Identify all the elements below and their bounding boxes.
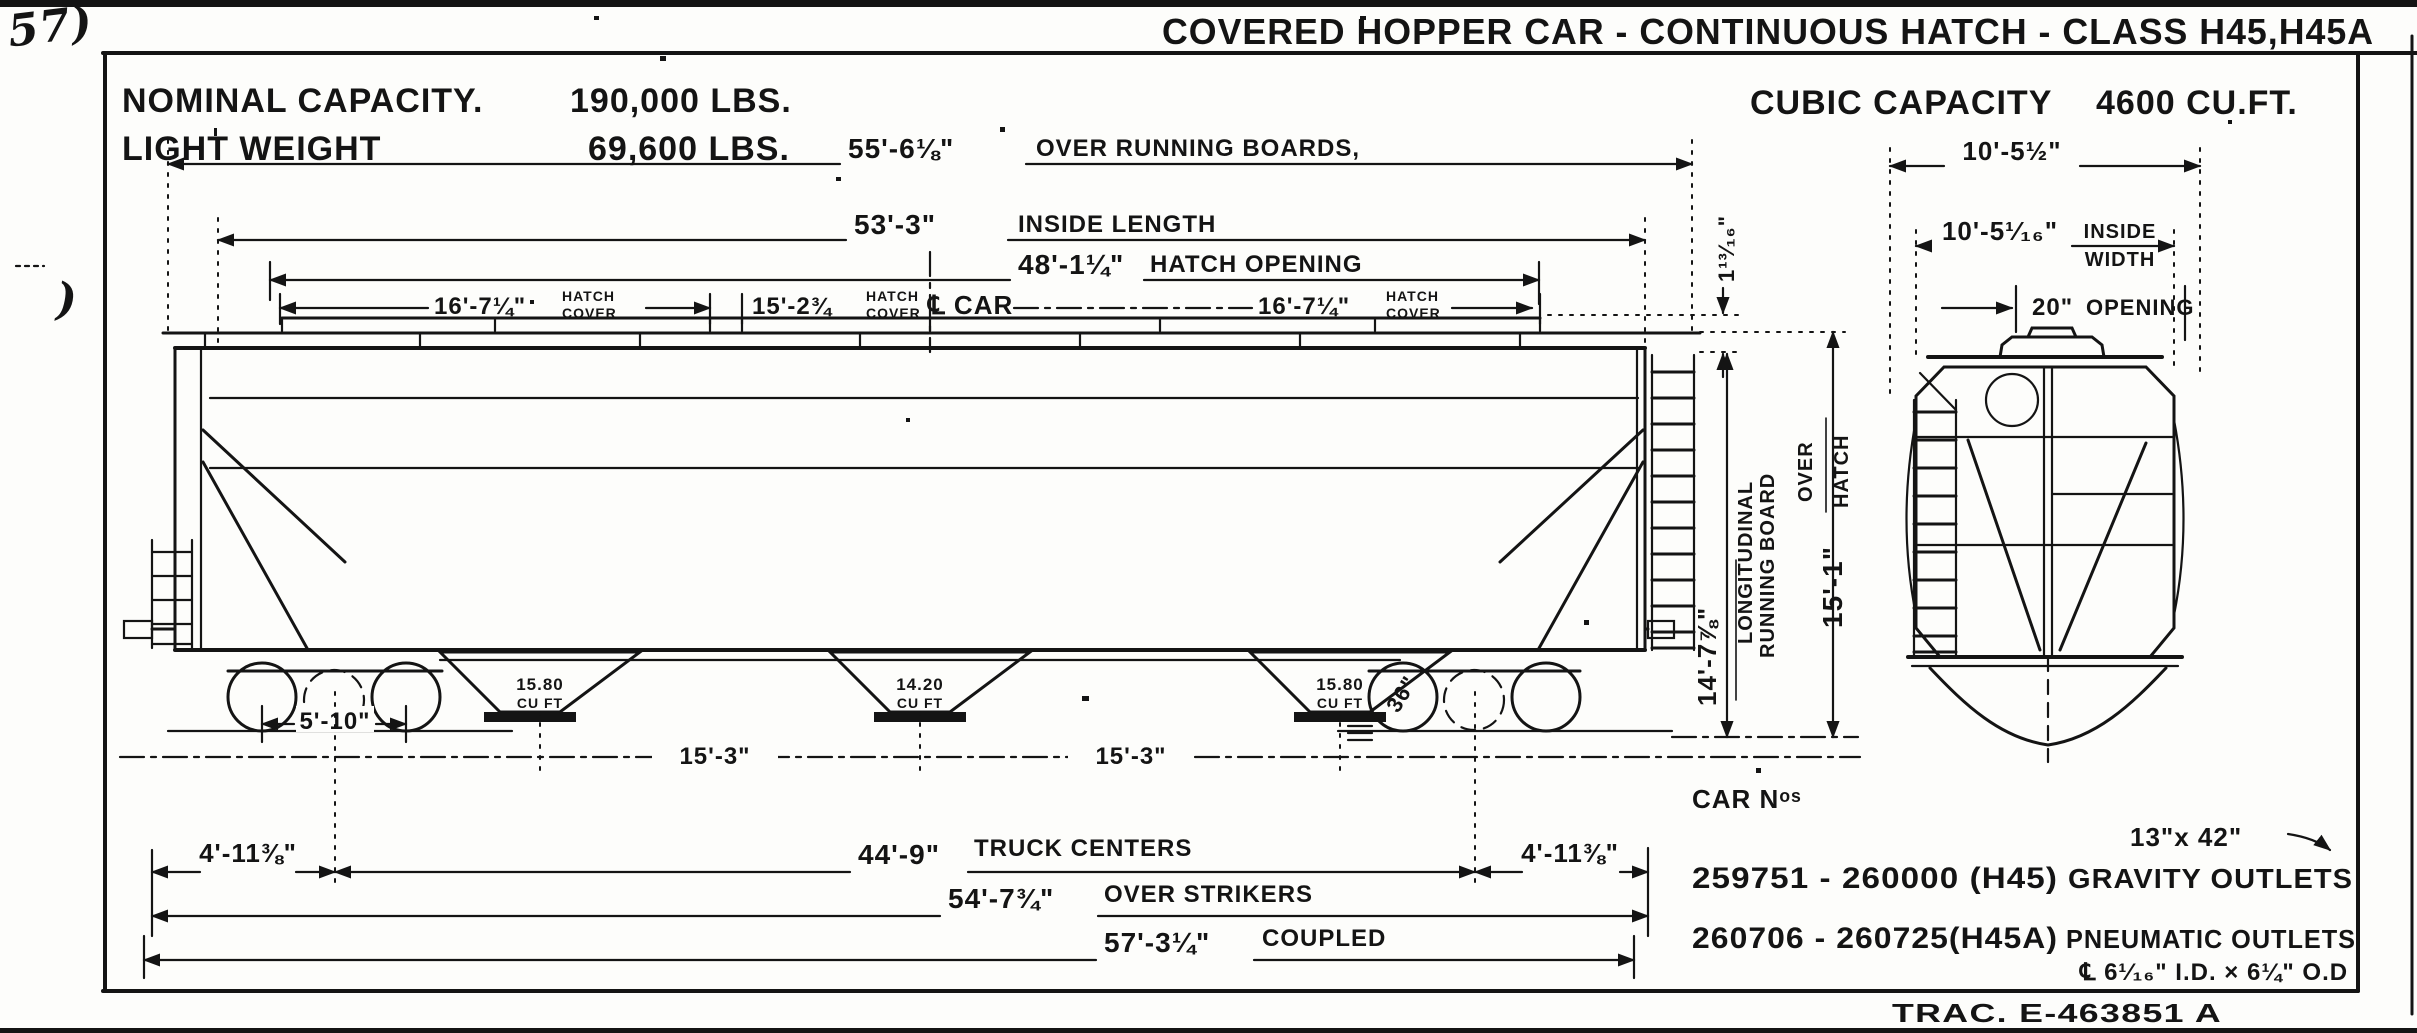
series2-outlets: PNEUMATIC OUTLETS — [2066, 924, 2356, 954]
dim-running-board-height-label1: LONGITUDINAL — [1735, 481, 1757, 644]
right-truck-hidden-wheel — [1442, 668, 1506, 732]
dim-over-hatch-label2: HATCH — [1831, 434, 1853, 508]
dim-left-overhang: 4'-11⅜" — [199, 838, 297, 868]
dim-truck-centers-label: TRUCK CENTERS — [974, 835, 1192, 862]
bottom-dimensions: 15'-3" 15'-3" 5'-10" 4'-11⅜" 44'-9" TRUC… — [118, 691, 1862, 980]
top-dimensions: 55'-6⅛" OVER RUNNING BOARDS, 53'-3" INSI… — [166, 133, 1694, 354]
dim-over-strikers-value: 54'-7¾" — [948, 883, 1054, 914]
handwritten-paren-mark: ) — [54, 274, 78, 325]
light-weight-label: LIGHT WEIGHT — [122, 130, 381, 168]
end-ladder — [1912, 398, 1958, 657]
dim-over-running-boards-label: OVER RUNNING BOARDS, — [1036, 135, 1360, 162]
dim-hatch-cover-mid-value: 15'-2¾ — [752, 293, 833, 320]
car-numbers-block: CAR Nᵒˢ 13"x 42" 259751 - 260000 (H45) G… — [1692, 784, 2356, 986]
car-numbers-heading: CAR Nᵒˢ — [1692, 784, 1802, 814]
cubic-capacity-value: 4600 CU.FT. — [2096, 84, 2298, 122]
dim-hatch-cover-left-value: 16'-7¼" — [434, 293, 526, 320]
hopper-1-unit: CU FT — [517, 695, 563, 711]
cubic-capacity-label: CUBIC CAPACITY — [1750, 84, 2052, 122]
height-dimensions: 1¹³⁄₁₆" 14'-7⅞" LONGITUDINAL RUNNING BOA… — [1547, 215, 1860, 739]
outlet-pipe-note: ℄ 6¹⁄₁₆" I.D. × 6¼" O.D — [2079, 959, 2348, 986]
trucks: 36" — [166, 661, 1674, 742]
dim-over-strikers-label: OVER STRIKERS — [1104, 881, 1313, 908]
dim-right-overhang: 4'-11⅜" — [1521, 838, 1619, 868]
end-view: 10'-5½" 10'-5¹⁄₁₆" INSIDE WIDTH 20" OPEN… — [1888, 136, 2202, 764]
dim-running-board-height-label2: RUNNING BOARD — [1757, 473, 1779, 658]
drawing-title: COVERED HOPPER CAR - CONTINUOUS HATCH - … — [1162, 11, 2374, 52]
dim-inside-length-value: 53'-3" — [854, 209, 936, 240]
right-slope-sheet — [1498, 428, 1645, 564]
dim-running-board-height-value: 14'-7⅞" — [1692, 607, 1722, 706]
dim-hatch-opening-value: 48'-1¼" — [1018, 249, 1124, 280]
right-end-ladder — [1650, 353, 1696, 652]
dim-over-running-boards-value: 55'-6⅛" — [848, 133, 954, 164]
dim-inside-length-label: INSIDE LENGTH — [1018, 211, 1216, 238]
left-slope-sheet — [201, 428, 347, 564]
dim-hopper-spacing-left: 15'-3" — [679, 743, 750, 770]
dim-over-hatch-label1: OVER — [1795, 441, 1817, 502]
right-truck-wheel-1 — [1367, 661, 1439, 733]
end-hatch-bump — [1998, 335, 2106, 359]
header: COVERED HOPPER CAR - CONTINUOUS HATCH - … — [122, 11, 2374, 168]
dim-inside-width-label2: WIDTH — [2085, 249, 2156, 271]
series1-outlets: GRAVITY OUTLETS — [2068, 863, 2353, 894]
hopper-1-capacity: 15.80 — [516, 675, 564, 694]
dim-truck-centers-value: 44'-9" — [858, 839, 940, 870]
dim-hatch-cover-left-label1: HATCH — [562, 288, 615, 304]
dim-inside-width-value: 10'-5¹⁄₁₆" — [1942, 216, 2058, 246]
series2-numbers: 260706 - 260725(H45A) — [1692, 922, 2058, 955]
dim-roof-opening-label: OPENING — [2086, 295, 2194, 320]
side-view-car-body — [122, 316, 1702, 662]
left-end-ladder — [150, 538, 194, 650]
handwritten-top-mark: 57) — [5, 0, 96, 57]
handwritten-marks: 57) ) — [5, 0, 96, 325]
hopper-2-capacity: 14.20 — [896, 675, 944, 694]
scan-specks — [214, 16, 2232, 773]
hopper-3-unit: CU FT — [1317, 695, 1363, 711]
hopper-3-capacity: 15.80 — [1316, 675, 1364, 694]
dim-truck-wheelbase: 5'-10" — [299, 708, 370, 735]
dim-over-hatch-value: 15'-1" — [1817, 546, 1848, 628]
dim-overall-width: 10'-5½" — [1962, 136, 2061, 166]
nominal-capacity-value: 190,000 LBS. — [570, 82, 792, 120]
hopper-3-gate — [1294, 712, 1386, 722]
left-coupler — [122, 619, 154, 640]
drawing-number: TRAC. E-463851 A — [1892, 998, 2222, 1028]
car-centerline-label: ℄ CAR — [927, 290, 1013, 320]
dim-inside-width-label1: INSIDE — [2084, 221, 2157, 243]
dim-hatch-to-board-gap: 1¹³⁄₁₆" — [1714, 215, 1739, 282]
end-roof-hatch-hole — [1984, 372, 2040, 428]
hopper-2-unit: CU FT — [897, 695, 943, 711]
nominal-capacity-label: NOMINAL CAPACITY. — [122, 82, 483, 120]
dim-hatch-cover-right-label1: HATCH — [1386, 288, 1439, 304]
right-truck-wheel-2 — [1510, 661, 1582, 733]
light-weight-value: 69,600 LBS. — [588, 130, 790, 168]
dim-hatch-opening-label: HATCH OPENING — [1150, 251, 1363, 278]
outlet-size-note: 13"x 42" — [2130, 822, 2242, 852]
dim-roof-opening-value: 20" — [2032, 294, 2073, 321]
dim-coupled-label: COUPLED — [1262, 925, 1386, 952]
end-hopper-curve — [1928, 666, 2168, 747]
series1-numbers: 259751 - 260000 (H45) — [1692, 862, 2058, 895]
dim-hatch-cover-right-value: 16'-7¼" — [1258, 293, 1350, 320]
dim-coupled-value: 57'-3¼" — [1104, 927, 1210, 958]
dim-hopper-spacing-right: 15'-3" — [1095, 743, 1166, 770]
hopper-2-gate — [874, 712, 966, 722]
hopper-bays: 15.80 CU FT 14.20 CU FT 15.80 CU FT — [436, 650, 1455, 773]
dim-hatch-cover-mid-label1: HATCH — [866, 288, 919, 304]
hopper-1-gate — [484, 712, 576, 722]
